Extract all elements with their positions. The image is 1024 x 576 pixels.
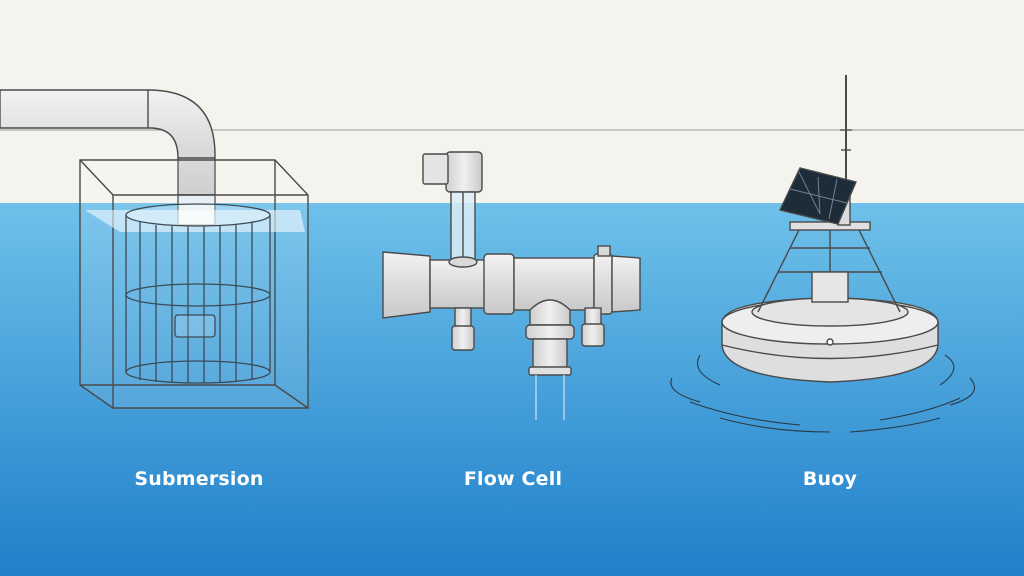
- sensor-cage: [125, 203, 271, 384]
- label-submersion: Submersion: [134, 468, 264, 490]
- water-ripples: [670, 354, 975, 433]
- label-flow-cell: Flow Cell: [463, 468, 563, 490]
- submersion-pipe: [0, 89, 216, 196]
- sensor-housing: [445, 151, 483, 193]
- buoy-illustration: [670, 75, 975, 433]
- flow-cell-main-pipe: [382, 251, 431, 319]
- flow-cell-illustration: [382, 151, 641, 420]
- label-buoy: Buoy: [802, 468, 858, 490]
- submersion-illustration: [0, 89, 309, 409]
- solar-panel: [778, 167, 857, 225]
